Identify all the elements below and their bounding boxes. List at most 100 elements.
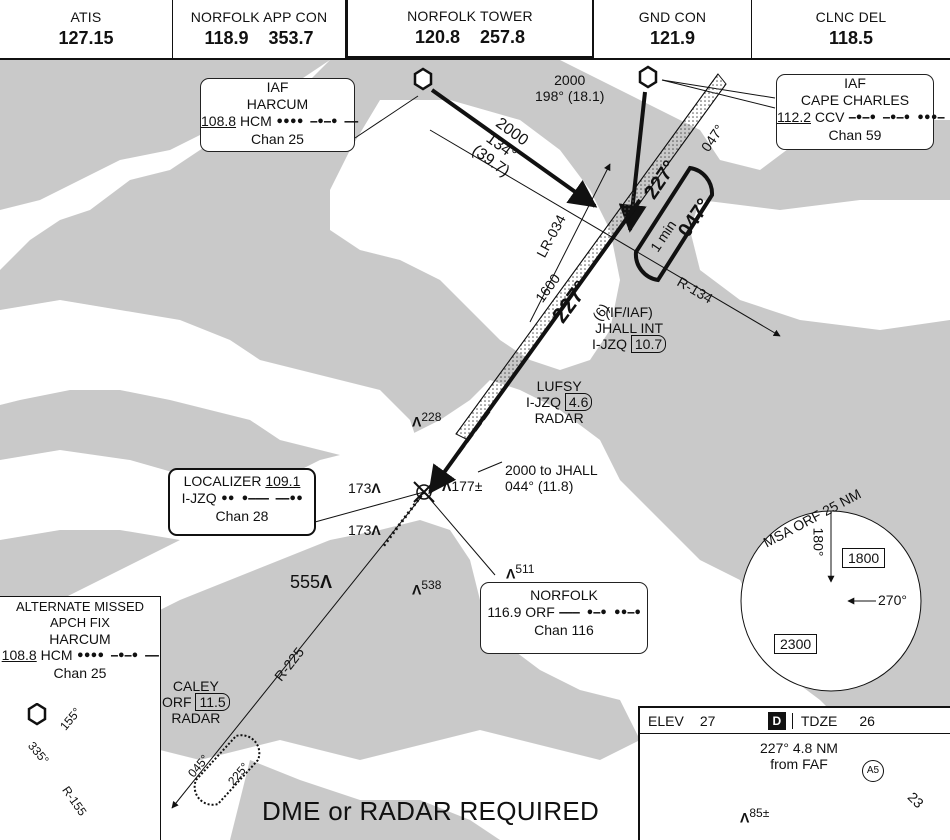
elev-label: ELEV	[648, 712, 684, 729]
localizer-morse: •• •−−− −−••	[220, 492, 303, 507]
tdze-value: 26	[859, 712, 875, 729]
alt-freq-line: 108.8 HCM •••• −•−• −−	[0, 647, 160, 665]
freq-value: 121.9	[649, 28, 696, 48]
alt-freq: 108.8	[1, 647, 37, 663]
lufsy-ident: I-JZQ	[526, 394, 561, 410]
hold-jhall	[633, 165, 715, 283]
obstacle-85: Λ85±	[740, 806, 769, 826]
freq-value: 118.9 353.7	[204, 28, 314, 48]
plan-view: IAF HARCUM 108.8 HCM •••• −•−• −− Chan 2…	[0, 60, 950, 840]
obstacle-511: Λ511	[506, 562, 534, 582]
norfolk-morse: −−− •−• ••−•	[558, 606, 642, 621]
obstacle-icon: Λ	[412, 413, 422, 430]
radial-r-134	[429, 129, 781, 337]
freq-cell-clearance: CLNC DEL 118.5	[752, 0, 950, 58]
jhall-ident: I-JZQ	[592, 336, 627, 352]
obstacle-icon: Λ	[412, 581, 422, 598]
freq-cell-approach: NORFOLK APP CON 118.9 353.7	[173, 0, 346, 58]
obstacle-228: Λ228	[412, 410, 441, 430]
harcum-freq-line: 108.8 HCM •••• −•−• −−	[201, 113, 359, 131]
localizer-title-line: LOCALIZER 109.1	[170, 473, 314, 490]
obstacle-icon: Λ	[506, 565, 516, 582]
localizer-course	[428, 73, 727, 495]
localizer-freq: 109.1	[265, 473, 301, 489]
alt-title-2: APCH FIX	[50, 615, 110, 630]
dme-radar-required: DME or RADAR REQUIRED	[262, 796, 600, 826]
alt-hold-outbound: 335°	[25, 738, 52, 768]
obstacle-icon: Λ	[740, 809, 750, 826]
jhall-fix-label: (IF/IAF) JHALL INT I-JZQ 10.7	[592, 304, 667, 353]
caley-dme: 11.5	[195, 693, 230, 711]
cape-charles-vortac-icon	[638, 65, 658, 89]
alt-radial: R-155	[59, 783, 90, 819]
missed-approach-label: 2000 to JHALL 044° (11.8)	[505, 462, 598, 494]
lufsy-fix-label: LUFSY I-JZQ 4.6 RADAR	[526, 378, 593, 426]
frequency-bar: ATIS 127.15 NORFOLK APP CON 118.9 353.7 …	[0, 0, 950, 60]
missed-approach	[380, 491, 426, 549]
alt-ident: HCM	[40, 647, 73, 663]
lufsy-dme-line: I-JZQ 4.6	[526, 393, 593, 411]
airport-elevation-row: ELEV 27 D TDZE 26	[640, 708, 950, 734]
harcum-chan: Chan 25	[251, 131, 304, 147]
norfolk-name: NORFOLK	[530, 587, 598, 603]
d-badge: D	[767, 711, 786, 730]
caley-dme-line: ORF 11.5	[162, 693, 230, 711]
airport-note-1: 227° 4.8 NM	[760, 740, 838, 756]
missed-approach-alt: 2000 to JHALL	[505, 462, 598, 478]
localizer-chan: Chan 28	[215, 508, 269, 524]
hold-caley	[193, 734, 261, 806]
radial-lr-034	[529, 163, 611, 323]
alt-vortac-icon	[27, 703, 47, 726]
freq-label: CLNC DEL	[815, 9, 887, 25]
caley-name: CALEY	[172, 678, 219, 694]
runway-label: 23	[904, 788, 927, 812]
cape-charles-morse: −•−• −•−• •••−	[848, 111, 945, 126]
obstacle-value: 85±	[749, 806, 770, 820]
norfolk-freq-line: 116.9 ORF −−− •−• ••−•	[481, 604, 647, 622]
harcum-name: HARCUM	[246, 96, 309, 112]
cape-charles-iaf-label: IAF	[844, 75, 866, 91]
radial-r-225	[171, 495, 423, 809]
localizer-ident: I-JZQ	[181, 490, 217, 506]
cape-charles-chan: Chan 59	[828, 127, 882, 143]
caley-ident: ORF	[162, 694, 192, 710]
alt-fix-name: HARCUM	[49, 631, 111, 647]
freq-label: NORFOLK APP CON	[190, 9, 328, 25]
obstacle-icon: Λ	[371, 480, 381, 496]
msa-bearing-270: 270°	[878, 592, 907, 608]
cape-route-alt: 2000	[554, 72, 586, 88]
obstacle-icon: Λ	[442, 478, 452, 494]
localizer-fix-icon	[413, 481, 435, 503]
airport-note-2: from FAF	[770, 756, 828, 772]
obstacle-value: 173	[348, 522, 372, 538]
norfolk-vortac-box: NORFOLK 116.9 ORF −−− •−• ••−• Chan 116	[480, 582, 648, 654]
obstacle-value: 555	[290, 572, 321, 592]
airport-note: 227° 4.8 NM from FAF	[760, 740, 838, 772]
cape-charles-name: CAPE CHARLES	[800, 92, 910, 108]
freq-value: 118.5	[828, 28, 874, 48]
localizer-label: LOCALIZER	[183, 473, 262, 489]
cape-route-course: 198° (18.1)	[535, 88, 605, 104]
jhall-dme-line: I-JZQ 10.7	[592, 335, 667, 353]
msa-alt-west: 2300	[774, 634, 818, 654]
norfolk-chan: Chan 116	[534, 622, 594, 638]
freq-label: ATIS	[70, 9, 102, 25]
jhall-dme: 10.7	[630, 335, 667, 353]
obstacle-value: 511	[515, 562, 535, 576]
caley-fix-label: CALEY ORF 11.5 RADAR	[162, 678, 230, 726]
alternate-missed-panel: ALTERNATE MISSED APCH FIX HARCUM 108.8 H…	[0, 596, 161, 840]
obstacle-value: 177±	[451, 478, 483, 494]
obstacle-icon: Λ	[320, 572, 333, 592]
alt-title-1: ALTERNATE MISSED	[15, 599, 145, 614]
obstacle-value: 173	[348, 480, 372, 496]
lufsy-dme: 4.6	[564, 393, 593, 411]
freq-value: 120.8 257.8	[414, 27, 526, 47]
localizer-ident-line: I-JZQ •• •−−− −−••	[170, 490, 314, 508]
freq-value: 127.15	[58, 28, 114, 48]
elev-value: 27	[699, 712, 716, 729]
obstacle-icon: Λ	[371, 522, 381, 538]
harcum-freq: 108.8	[201, 113, 237, 129]
msa-alt-east: 1800	[842, 548, 886, 568]
obstacle-555: 555Λ	[290, 572, 332, 593]
obstacle-173a: 173Λ	[348, 480, 381, 496]
